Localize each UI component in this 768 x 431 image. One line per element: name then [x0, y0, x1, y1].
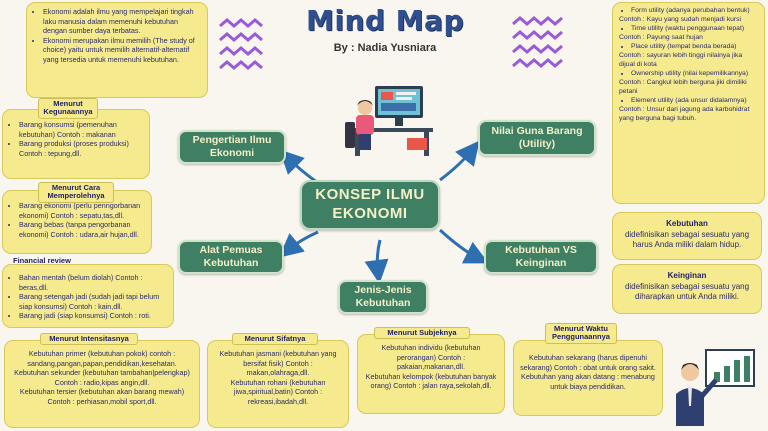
sifat-item: Kebutuhan rohani (kebutuhan jiwa,spiritu… — [230, 377, 326, 406]
node-pengertian: Pengertian Ilmu Ekonomi — [178, 130, 286, 164]
intensitas-item: Kebutuhan tersier (kebutuhan akan barang… — [19, 387, 185, 406]
subjek-item: Kebutuhan kelompok (kebutuhan banyak ora… — [365, 371, 497, 391]
zigzag-decoration-right — [512, 16, 563, 68]
subjek-item: Kebutuhan individu (kebutuhan perorangan… — [381, 343, 481, 371]
keinginan-definition-title: Keinginan — [667, 271, 707, 280]
central-topic: KONSEP ILMU EKONOMI — [300, 180, 440, 230]
sifat-note: Kebutuhan jasmani (kebutuhan yang bersif… — [207, 340, 349, 428]
subjek-note: Kebutuhan individu (kebutuhan perorangan… — [357, 334, 505, 414]
zigzag-decoration-left — [219, 18, 263, 70]
utility-type: Element utility (ada unsur didalamnya) — [631, 97, 758, 106]
businessman-presentation-illustration — [676, 349, 755, 426]
intensitas-tag: Menurut Intensitasnya — [40, 333, 138, 346]
financial-item: Barang setengah jadi (sudah jadi tapi be… — [19, 292, 167, 311]
computer-workstation-illustration — [345, 86, 433, 156]
utility-example: Contoh : Cangkul lebih berguna jiki dimi… — [619, 78, 747, 95]
kegunaan-note: Barang konsumsi (pemenuhan kebutuhan) Co… — [2, 109, 150, 179]
pengertian-item: Ekonomi merupakan ilmu memilih (The stud… — [43, 36, 201, 65]
cara-item: Barang bebas (tanpa pengorbanan ekonomi)… — [19, 220, 145, 239]
kegunaan-tag: Menurut Kegunaannya — [38, 98, 98, 119]
node-alat-pemuas: Alat Pemuas Kebutuhan — [178, 240, 284, 274]
page-title: Mind Map — [306, 4, 464, 37]
kebutuhan-definition-note: Kebutuhan didefinisikan sebagai sesuatu … — [612, 212, 762, 260]
utility-type: Ownership utility (nilai kepemilikannya) — [631, 70, 758, 79]
node-kebutuhan-vs: Kebutuhan VS Keinginan — [484, 240, 598, 274]
utility-note: Form utility (adanya perubahan bentuk) C… — [612, 2, 765, 204]
waktu-tag: Menurut Waktu Penggunaannya — [545, 323, 617, 344]
kegunaan-item: Barang konsumsi (pemenuhan kebutuhan) Co… — [19, 120, 143, 139]
financial-note: Bahan mentah (belum diolah) Contoh : ber… — [2, 264, 174, 328]
utility-example: Contoh : Kayu yang sudah menjadi kursi — [619, 15, 742, 23]
subjek-tag: Menurut Subjeknya — [374, 327, 470, 340]
utility-type: Time utility (waktu penggunaan tepat) — [631, 25, 758, 34]
utility-example: Contoh : Payung saat hujan — [619, 33, 703, 41]
sifat-item: Kebutuhan jasmani (kebutuhan yang bersif… — [219, 349, 337, 377]
intensitas-item: Kebutuhan primer (kebutuhan pokok) conto… — [27, 349, 177, 368]
waktu-item: Kebutuhan yang akan datang : menabung un… — [521, 372, 655, 391]
kegunaan-item: Barang produksi (proses produksi) Contoh… — [19, 139, 143, 158]
cara-item: Barang ekonomi (perlu penngorbanan ekono… — [19, 201, 145, 220]
waktu-item: Kebutuhan sekarang (harus dipenuhi sekar… — [520, 353, 656, 372]
sifat-tag: Menurut Sifatnya — [232, 333, 318, 346]
keinginan-definition-note: Keinginan didefinisikan sebagai sesuatu … — [612, 264, 762, 314]
waktu-note: Kebutuhan sekarang (harus dipenuhi sekar… — [513, 340, 663, 416]
pengertian-item: Ekonomi adalah ilmu yang mempelajari tin… — [43, 7, 201, 36]
cara-tag: Menurut Cara Memperolehnya — [38, 182, 114, 203]
node-jenis-kebutuhan: Jenis-Jenis Kebutuhan — [338, 280, 428, 314]
pengertian-note: Ekonomi adalah ilmu yang mempelajari tin… — [26, 2, 208, 98]
financial-tag: Financial review — [13, 256, 71, 265]
utility-type: Place utility (tempat benda berada) — [631, 43, 758, 52]
author-byline: By : Nadia Yusniara — [333, 42, 437, 54]
utility-type: Form utility (adanya perubahan bentuk) — [631, 7, 758, 16]
utility-example: Contoh : Unsur dari jagung ada karbohidr… — [619, 105, 750, 122]
intensitas-note: Kebutuhan primer (kebutuhan pokok) conto… — [4, 340, 200, 428]
intensitas-item: Kebutuhan sekunder (kebutuhan tambahan|p… — [14, 368, 190, 387]
node-nilai-guna: Nilai Guna Barang (Utility) — [478, 120, 596, 156]
financial-item: Barang jadi (siap konsumsi) Contoh : rot… — [19, 311, 167, 321]
utility-example: Contoh : sayuran lebih tinggi nilainya j… — [619, 51, 743, 68]
kebutuhan-definition-title: Kebutuhan — [666, 219, 708, 228]
financial-item: Bahan mentah (belum diolah) Contoh : ber… — [19, 273, 167, 292]
kebutuhan-definition-text: didefinisikan sebagai sesuatu yang harus… — [624, 229, 750, 250]
keinginan-definition-text: didefinisikan sebagai sesuatu yang dihar… — [624, 281, 750, 302]
